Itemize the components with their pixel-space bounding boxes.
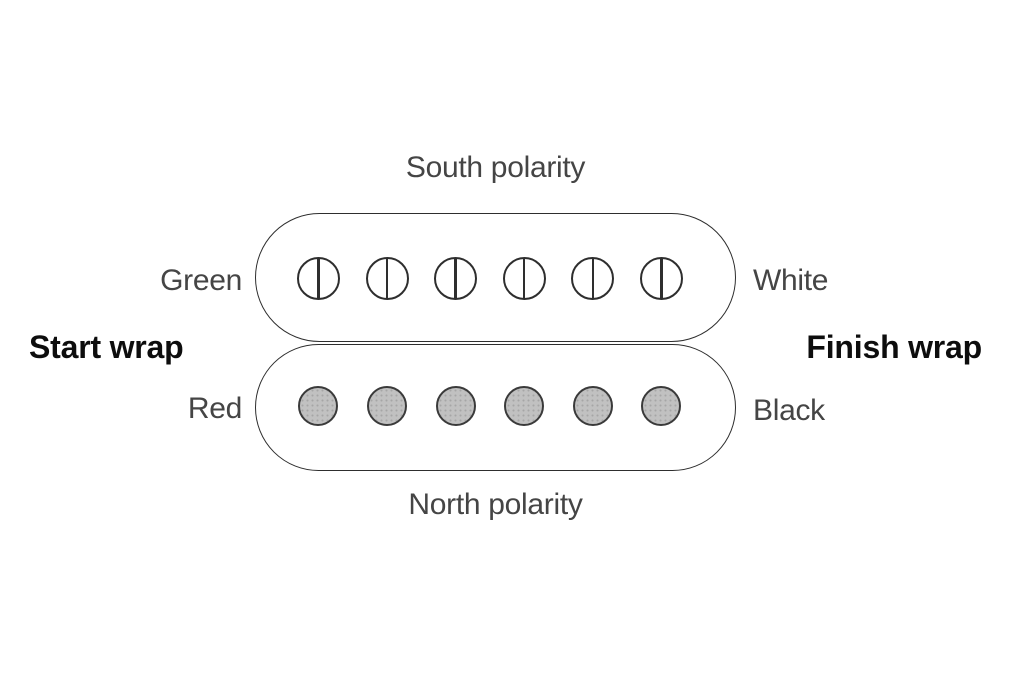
screw-slot-line (317, 257, 320, 299)
slug-pole-icon (504, 386, 545, 427)
slug-pole-icon (367, 386, 407, 427)
screw-slot-line (385, 257, 389, 299)
green-wire-label: Green (160, 264, 242, 297)
screw-coil-bobbin (255, 213, 736, 342)
north-polarity-label: North polarity (408, 488, 583, 521)
black-wire-label: Black (753, 394, 825, 427)
slug-pole-icon (435, 386, 476, 427)
screw-pole-icon (571, 256, 615, 300)
screw-slot-line (523, 257, 526, 299)
screw-slot-line (660, 257, 663, 299)
south-polarity-label: South polarity (405, 151, 586, 184)
finish-wrap-label: Finish wrap (806, 329, 982, 365)
screw-slot-line (591, 257, 594, 299)
slug-pole-icon (641, 386, 682, 427)
slug-pole-icon (298, 386, 339, 427)
screw-pole-icon (296, 256, 340, 300)
screw-slot-line (454, 257, 457, 299)
red-wire-label: Red (187, 392, 242, 425)
screw-pole-icon (365, 256, 409, 300)
screw-pole-icon (502, 256, 546, 300)
slug-pole-icon (572, 386, 613, 427)
slug-coil-bobbin (255, 344, 736, 471)
start-wrap-label: Start wrap (29, 329, 184, 365)
white-wire-label: White (753, 264, 829, 297)
screw-pole-icon (639, 256, 683, 300)
screw-pole-icon (434, 256, 478, 300)
